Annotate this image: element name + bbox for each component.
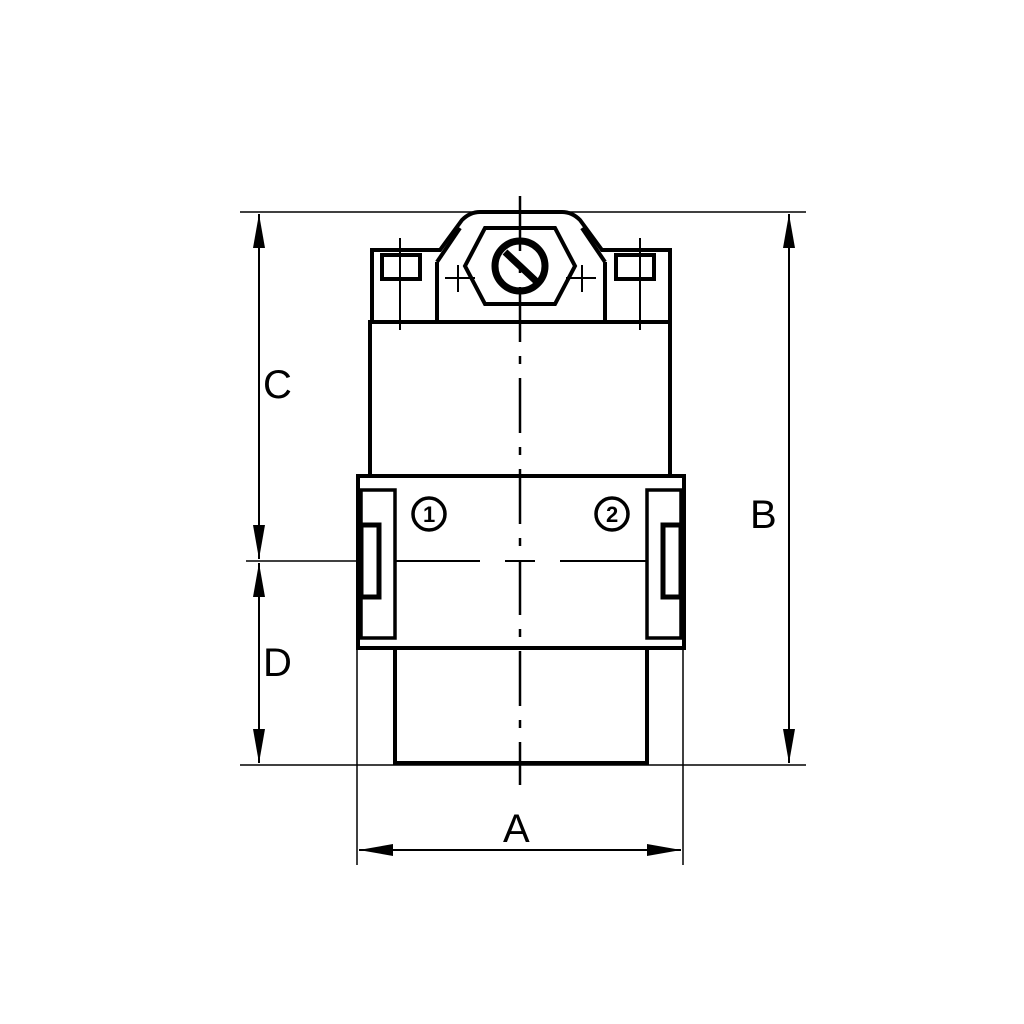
dimension-c-label: C [263, 363, 292, 407]
dimension-d-label: D [263, 641, 292, 685]
left-port-clip [358, 522, 382, 600]
hex-nut [462, 226, 578, 306]
right-slot [614, 253, 656, 281]
dimension-b-label: B [750, 493, 777, 537]
dimension-a-label: A [503, 807, 530, 851]
port-2-label: 2 [606, 502, 618, 527]
port-1-label: 1 [423, 502, 435, 527]
port-2-marker [594, 496, 630, 532]
port-1-marker [411, 496, 447, 532]
arrowheads [253, 214, 795, 856]
right-port-clip [660, 522, 684, 600]
